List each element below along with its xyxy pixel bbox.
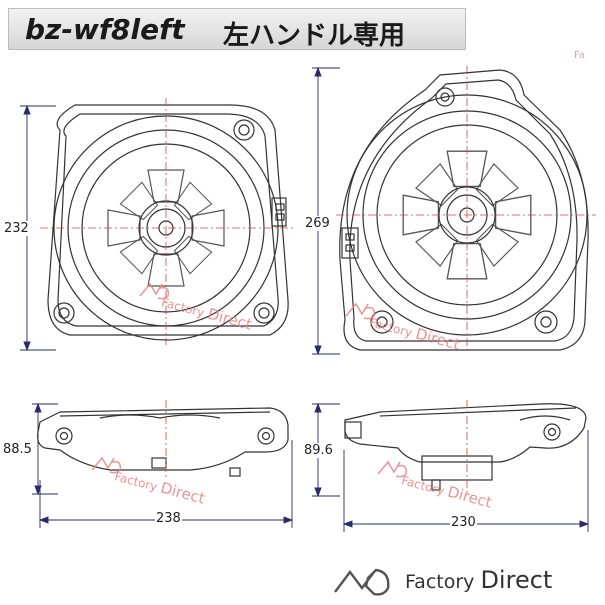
left-width-label: 238 — [155, 511, 182, 526]
left-mount-hole-right — [253, 302, 275, 324]
brand-name: Factory Direct — [405, 566, 553, 594]
left-centerlines — [40, 98, 296, 345]
right-mount-hole-top — [435, 87, 455, 107]
right-side-dimensions — [312, 402, 590, 532]
right-mount-hole-right — [534, 310, 558, 334]
left-mount-hole-left — [53, 302, 75, 324]
left-height-label: 232 — [3, 221, 30, 236]
model-subtitle: 左ハンドル専用 — [223, 21, 406, 50]
right-side-height-label: 89.6 — [303, 443, 334, 458]
brand-logo-icon — [334, 568, 390, 596]
left-mount-hole-top — [233, 119, 255, 141]
right-mount-hole-left — [370, 310, 394, 334]
left-housing-outline — [47, 104, 289, 336]
left-connector — [271, 197, 287, 227]
corner-tag: Fa — [574, 50, 585, 61]
right-side-profile — [344, 403, 587, 463]
right-housing-outline — [339, 69, 589, 351]
right-height-dimension — [312, 66, 340, 356]
left-speaker-side-view — [37, 407, 289, 477]
right-speaker-top-view — [339, 69, 589, 351]
right-connector — [341, 227, 359, 259]
left-side-profile — [37, 407, 289, 471]
right-centerlines — [336, 66, 596, 352]
right-height-label: 269 — [304, 216, 331, 231]
model-title: bz-wf8left — [25, 13, 185, 46]
left-side-height-label: 88.5 — [2, 442, 33, 457]
left-side-dimensions — [32, 402, 294, 528]
title-banner: bz-wf8left 左ハンドル専用 — [8, 8, 466, 50]
right-width-label: 230 — [450, 515, 477, 530]
watermark-icons — [91, 282, 408, 478]
right-speaker-side-view — [344, 403, 587, 491]
